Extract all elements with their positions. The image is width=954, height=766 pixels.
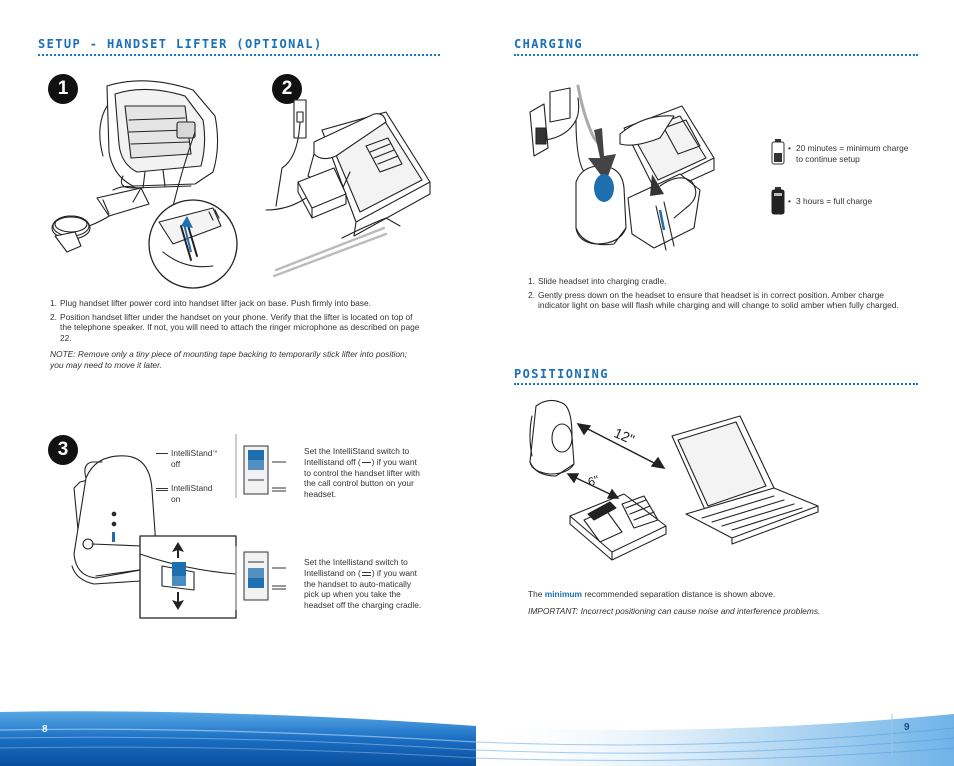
positioning-title: Positioning [514, 367, 609, 381]
base-with-lifter-illustration [45, 76, 245, 286]
switch-off-diagram [234, 434, 286, 498]
footer-wave-band [0, 711, 954, 766]
left-page-number: 8 [42, 724, 48, 735]
on-symbol-icon [361, 571, 371, 576]
lifter-instructions-list: 1. Plug handset lifter power cord into h… [50, 298, 425, 346]
list-item: 2. Gently press down on the headset to e… [528, 289, 899, 311]
step-3-badge: 3 [48, 435, 78, 465]
list-item: 2. Position handset lifter under the han… [50, 311, 420, 343]
switch-off-description: Set the IntelliStand switch to Intellist… [304, 446, 420, 500]
mounting-tape-note: NOTE: Remove only a tiny piece of mounti… [50, 349, 408, 370]
positioning-important-note: IMPORTANT: Incorrect positioning can cau… [528, 606, 821, 616]
battery-half-icon [771, 139, 785, 165]
right-page-number: 9 [904, 722, 910, 733]
charging-title: Charging [514, 37, 583, 51]
battery-full-icon [771, 187, 785, 215]
intellistand-base-illustration [66, 450, 236, 620]
phone-with-lifter-illustration [262, 98, 442, 278]
on-symbol-icon [156, 488, 168, 491]
off-symbol-icon [361, 462, 371, 464]
list-item: 1. Plug handset lifter power cord into h… [50, 298, 371, 308]
left-title-divider [38, 54, 440, 56]
charging-title-divider [514, 54, 918, 56]
off-symbol-icon [156, 453, 168, 454]
list-item: 1. Slide headset into charging cradle. [528, 276, 667, 286]
step-1-badge: 1 [48, 74, 78, 104]
charging-cradle-illustration [524, 78, 724, 260]
separation-distance-text: The minimum recommended separation dista… [528, 589, 776, 599]
battery-full-note: •3 hours = full charge [788, 196, 873, 206]
switch-on-description: Set the Intellistand switch to Intellist… [304, 557, 422, 611]
switch-on-diagram [234, 546, 286, 610]
charging-steps-list: 1. Slide headset into charging cradle. 2… [528, 276, 900, 314]
step-2-badge: 2 [272, 74, 302, 104]
setup-handset-lifter-title: Setup - Handset Lifter (Optional) [38, 37, 323, 51]
battery-minimum-note: •20 minutes = minimum charge to continue… [788, 143, 909, 164]
positioning-illustration [526, 396, 826, 576]
positioning-title-divider [514, 383, 918, 385]
